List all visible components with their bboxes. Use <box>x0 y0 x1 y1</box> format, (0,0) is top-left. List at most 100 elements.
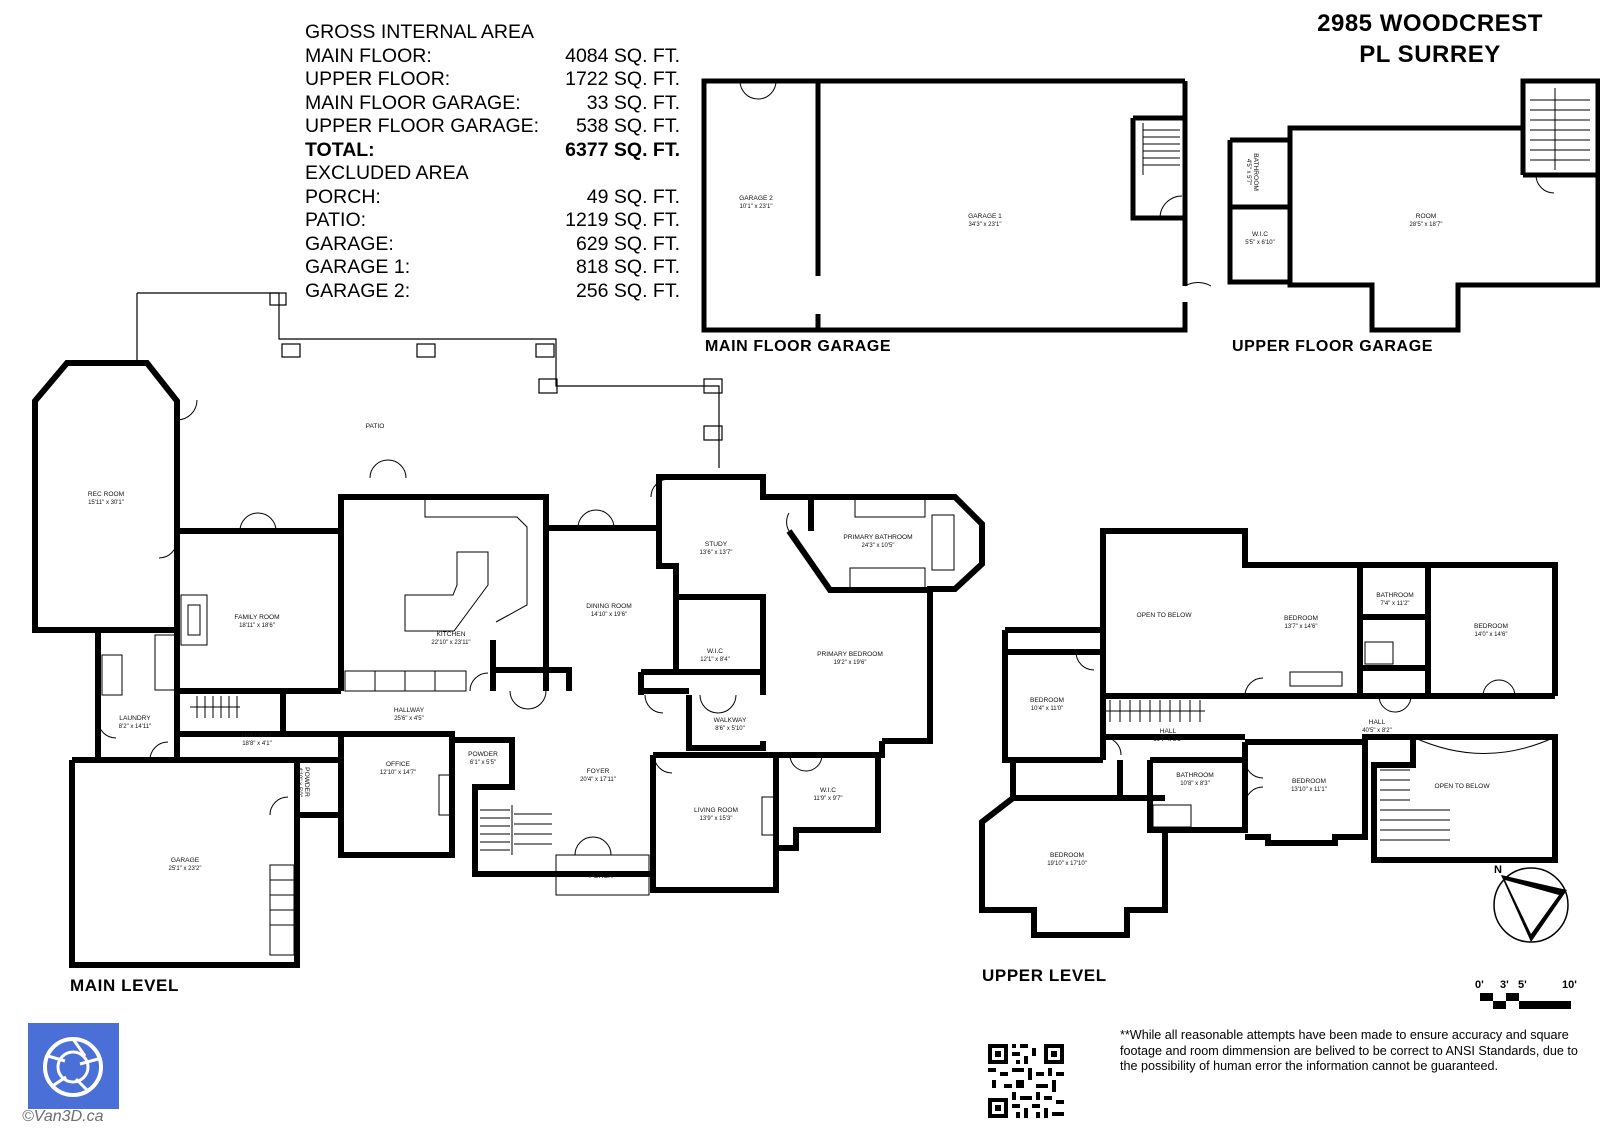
area-row: PORCH:49 SQ. FT. <box>305 185 680 208</box>
room-name-family_room: FAMILY ROOM <box>234 614 279 621</box>
room-name-living_room: LIVING ROOM <box>694 807 738 814</box>
room-name-study: STUDY <box>705 541 728 548</box>
room-dim-wic_living: 11'9" x 9'7" <box>813 796 842 802</box>
room-dim-foyer: 20'4" x 17'11" <box>580 777 616 783</box>
room-dim-study: 13'6" x 13'7" <box>700 550 733 556</box>
scale-bar <box>1480 993 1571 1009</box>
upper-floor-garage-label: UPPER FLOOR GARAGE <box>1232 338 1434 355</box>
scale-tick: 5' <box>1518 979 1527 991</box>
room-name-bathroom_up1: BATHROOM <box>1376 592 1414 599</box>
room-name-hall_up2: HALL <box>1369 719 1386 726</box>
room-dim-garage: 25'1" x 23'2" <box>169 866 202 872</box>
qr-code-icon <box>986 1042 1066 1120</box>
room-name-dining_room: DINING ROOM <box>586 603 631 610</box>
main-level-walls <box>32 360 985 968</box>
copyright-text: ©Van3D.ca <box>22 1108 104 1125</box>
room-name-hall_up1: HALL <box>1160 728 1177 735</box>
room-dim-bathroom_up1: 7'4" x 11'2" <box>1380 601 1409 607</box>
disclaimer-text: **While all reasonable attempts have bee… <box>1120 1028 1578 1073</box>
room-dim-powder2: 4'10" x 5'0" <box>296 767 302 797</box>
room-dim-hallway_main: 25'6" x 4'5" <box>394 716 424 722</box>
area-total-row: TOTAL:6377 SQ. FT. <box>305 138 680 161</box>
room-name-hallway_small: HALLWAY <box>242 732 273 739</box>
room-name-garage1: GARAGE 1 <box>968 213 1002 220</box>
room-name-hallway_main: HALLWAY <box>394 707 425 714</box>
room-dim-bedroom_d: 13'10" x 11'1" <box>1291 787 1327 793</box>
room-dim-ufg_bathroom: 4'5" x 5'7" <box>1245 159 1251 185</box>
room-dim-hall_up1: 16'7" x 3'1" <box>1153 737 1183 743</box>
main-floor-garage-label: MAIN FLOOR GARAGE <box>705 338 892 355</box>
room-dim-bedroom_b: 14'0" x 14'6" <box>1475 632 1508 638</box>
room-dim-wic_main: 12'1" x 8'4" <box>700 657 730 663</box>
room-dim-powder1: 6'1" x 5'5" <box>470 760 496 766</box>
room-name-garage: GARAGE <box>171 857 200 864</box>
room-name-powder2: POWDER <box>303 767 310 797</box>
area-row: MAIN FLOOR:4084 SQ. FT. <box>305 44 680 67</box>
room-name-bedroom_e: BEDROOM <box>1050 852 1084 859</box>
room-name-primary_bedroom: PRIMARY BEDROOM <box>817 651 883 658</box>
room-dim-dining_room: 14'10" x 19'6" <box>591 612 627 618</box>
room-name-ufg_bathroom: BATHROOM <box>1252 153 1259 191</box>
room-dim-laundry: 8'2" x 14'11" <box>119 724 151 730</box>
room-dim-office: 12'10" x 14'7" <box>380 770 416 776</box>
room-dim-kitchen: 22'10" x 23'11" <box>431 640 470 646</box>
room-dim-bedroom_c: 10'4" x 11'0" <box>1031 706 1063 712</box>
area-row: GARAGE:629 SQ. FT. <box>305 232 680 255</box>
room-labels: GARAGE 2 10'1" x 23'1" GARAGE 1 34'3" x 23'… <box>88 153 1508 880</box>
upper-level-label: UPPER LEVEL <box>982 966 1107 985</box>
room-dim-bathroom_up2: 10'8" x 8'3" <box>1180 781 1210 787</box>
room-name-patio: PATIO <box>366 423 385 430</box>
room-dim-hallway_small: 18'8" x 4'1" <box>242 741 272 747</box>
address-line-2: PL SURREY <box>1359 41 1501 68</box>
area-row: PATIO:1219 SQ. FT. <box>305 209 680 231</box>
room-name-ufg_room: ROOM <box>1416 213 1437 220</box>
room-name-primary_bathroom: PRIMARY BATHROOM <box>843 534 912 541</box>
area-row: GARAGE 1:818 SQ. FT. <box>305 256 680 278</box>
room-name-walkway: WALKWAY <box>714 717 747 724</box>
compass <box>1493 867 1569 943</box>
room-name-open_below2: OPEN TO BELOW <box>1434 783 1490 790</box>
upper-level-walls <box>979 528 1558 938</box>
room-dim-bedroom_a: 13'7" x 14'6" <box>1285 624 1318 630</box>
room-name-bedroom_d: BEDROOM <box>1292 778 1326 785</box>
camera-logo-icon <box>28 1023 119 1109</box>
compass-north-label: N <box>1494 864 1502 876</box>
patio-outline <box>136 292 723 468</box>
room-name-bedroom_a: BEDROOM <box>1284 615 1318 622</box>
address-line-1: 2985 WOODCREST <box>1317 10 1543 37</box>
room-name-wic_living: W.I.C <box>820 787 836 794</box>
room-name-bathroom_up2: BATHROOM <box>1176 772 1214 779</box>
room-dim-primary_bedroom: 19'2" x 19'6" <box>834 660 867 666</box>
scale-tick: 10' <box>1562 979 1577 991</box>
scale-tick: 0' <box>1475 979 1484 991</box>
area-row: MAIN FLOOR GARAGE:33 SQ. FT. <box>305 91 680 114</box>
scale-tick: 3' <box>1500 979 1509 991</box>
property-address: 2985 WOODCREST PL SURREY <box>1280 8 1580 70</box>
room-name-foyer: FOYER <box>587 768 610 775</box>
room-dim-ufg_wic: 5'5" x 6'10" <box>1245 240 1275 246</box>
room-name-ufg_wic: W.I.C <box>1252 231 1268 238</box>
room-dim-living_room: 13'9" x 15'3" <box>700 816 733 822</box>
upper-floor-garage-walls <box>1227 78 1600 333</box>
room-dim-family_room: 18'11" x 18'6" <box>239 623 275 629</box>
room-dim-bedroom_e: 19'10" x 17'10" <box>1047 861 1087 867</box>
room-dim-walkway: 8'6" x 5'10" <box>715 726 745 732</box>
room-dim-hall_up2: 40'5" x 8'2" <box>1362 728 1392 734</box>
room-dim-primary_bathroom: 24'3" x 10'5" <box>862 543 895 549</box>
room-name-rec_room: REC ROOM <box>88 491 124 498</box>
main-level-label: MAIN LEVEL <box>70 976 179 995</box>
area-row: UPPER FLOOR:1722 SQ. FT. <box>305 68 680 90</box>
gross-area-title: GROSS INTERNAL AREA <box>305 21 535 43</box>
room-name-laundry: LAUNDRY <box>119 715 151 722</box>
room-name-garage2: GARAGE 2 <box>739 195 773 202</box>
room-dim-rec_room: 15'11" x 30'1" <box>88 500 124 506</box>
room-name-wic_main: W.I.C <box>707 648 723 655</box>
room-name-kitchen: KITCHEN <box>437 631 466 638</box>
room-dim-ufg_room: 28'5" x 18'7" <box>1410 222 1443 228</box>
room-dim-garage1: 34'3" x 23'1" <box>969 222 1002 228</box>
area-row: GARAGE 2:256 SQ. FT. <box>305 279 680 302</box>
room-name-open_below1: OPEN TO BELOW <box>1136 612 1192 619</box>
room-dim-garage2: 10'1" x 23'1" <box>740 204 773 210</box>
